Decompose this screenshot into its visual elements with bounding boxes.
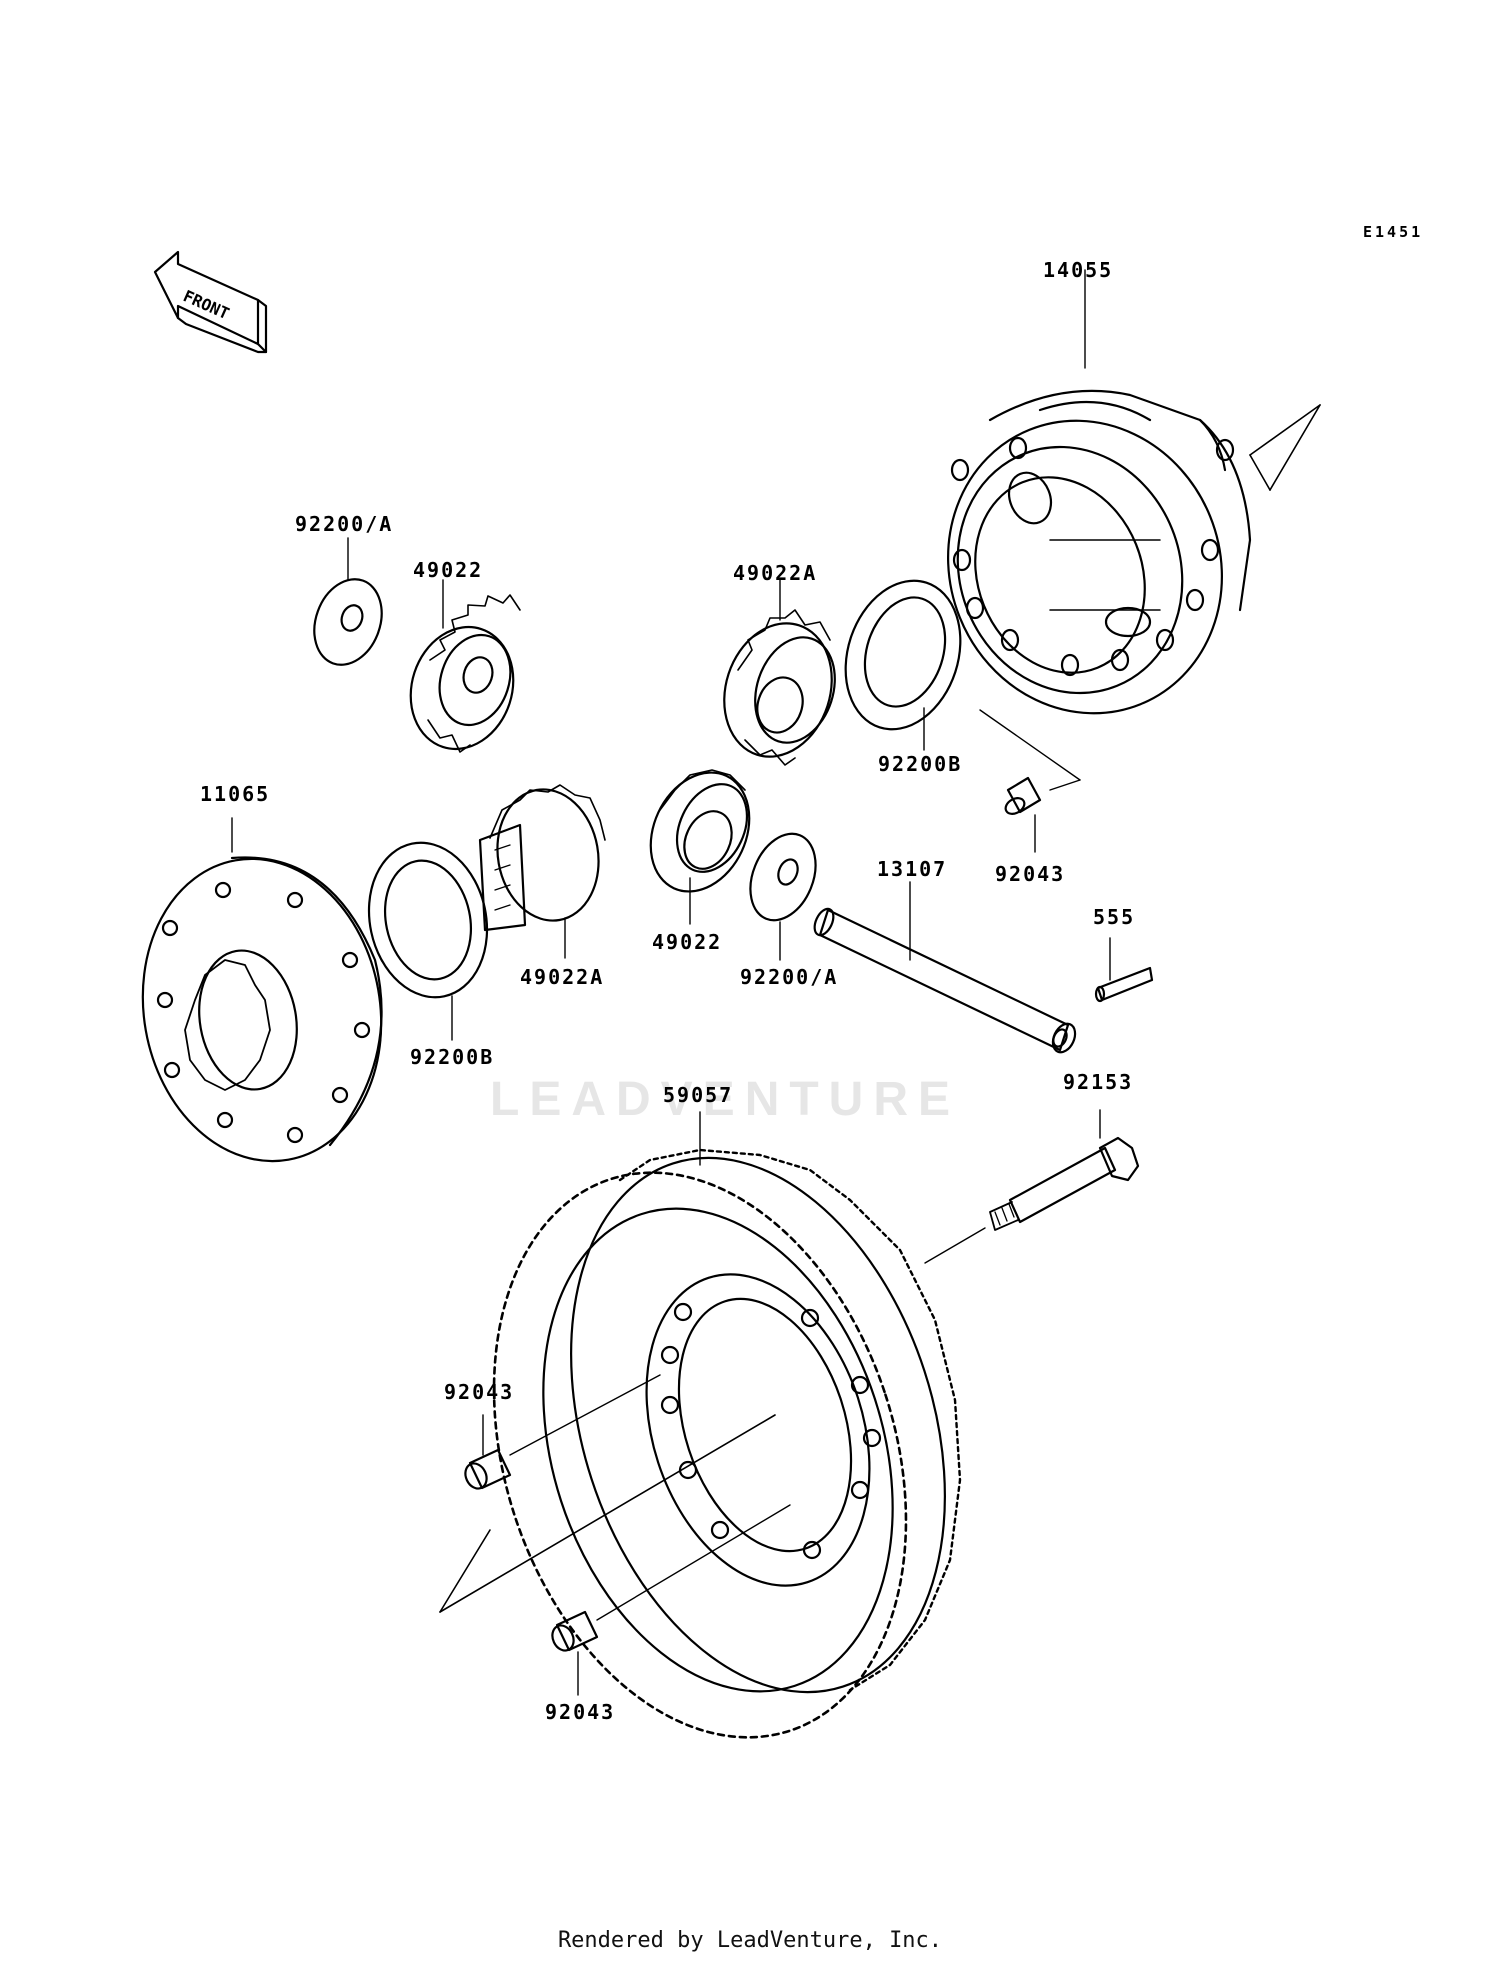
callout-11065[interactable]: 11065 [200, 782, 271, 806]
callout-92200b-bottom[interactable]: 92200B [410, 1045, 495, 1069]
callout-59057[interactable]: 59057 [663, 1083, 734, 1107]
ring-gear-59057 [439, 1111, 962, 1739]
bolt-92153 [924, 1109, 1140, 1264]
dowel-pin-92043-bottom [551, 1504, 791, 1696]
thrust-washer-92200a-bottom [749, 832, 817, 961]
thrust-washer-92200b-top [844, 579, 962, 751]
pinion-gear-49022-top [409, 579, 521, 753]
leadventure-watermark: LEADVENTURE [490, 1073, 961, 1126]
diagram-id: E1451 [1363, 223, 1424, 241]
callout-49022-bottom[interactable]: 49022 [652, 930, 723, 954]
thrust-washer-92200a-top [313, 537, 383, 666]
callout-92043-left[interactable]: 92043 [444, 1380, 515, 1404]
pinion-shaft-13107 [813, 881, 1077, 1054]
callout-49022a-bottom[interactable]: 49022A [520, 965, 605, 989]
callout-555[interactable]: 555 [1093, 905, 1136, 929]
differential-cover-11065 [141, 817, 383, 1163]
side-gear-49022a-top [723, 579, 836, 766]
differential-case [947, 269, 1321, 715]
callout-92043-top[interactable]: 92043 [995, 862, 1066, 886]
callout-92200a-bottom[interactable]: 92200/A [740, 965, 839, 989]
callout-14055[interactable]: 14055 [1043, 258, 1114, 282]
thrust-washer-92200b-bottom [367, 841, 489, 1041]
callout-92200b-top[interactable]: 92200B [878, 752, 963, 776]
render-credit: Rendered by LeadVenture, Inc. [557, 1928, 943, 1953]
spring-pin-555 [1094, 937, 1154, 1003]
side-gear-49022a-bottom [478, 784, 606, 959]
callout-49022a-top[interactable]: 49022A [733, 561, 818, 585]
front-arrow-icon: FRONT [153, 250, 268, 354]
callout-92200a-top[interactable]: 92200/A [295, 512, 394, 536]
callout-92043-bottom[interactable]: 92043 [545, 1700, 616, 1724]
pinion-gear-49022-bottom [649, 769, 751, 925]
dowel-pin-92043-left [464, 1374, 661, 1490]
callout-92153[interactable]: 92153 [1063, 1070, 1134, 1094]
callout-13107[interactable]: 13107 [877, 857, 948, 881]
dowel-pin-92043-top [979, 709, 1081, 853]
callout-49022-top[interactable]: 49022 [413, 558, 484, 582]
